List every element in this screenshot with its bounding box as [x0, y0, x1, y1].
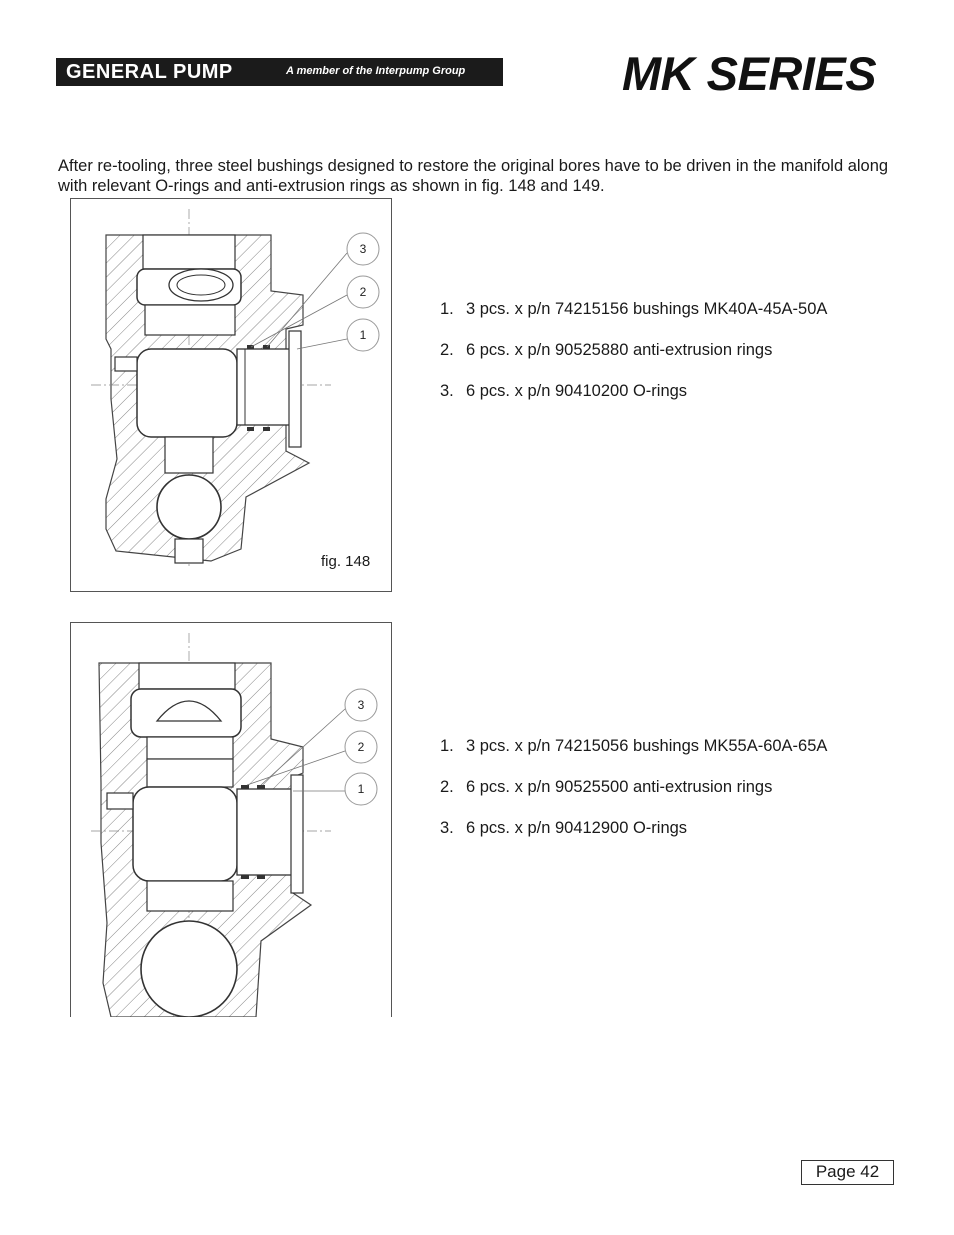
callout-2: 2 — [358, 740, 365, 754]
list-item: 1.3 pcs. x p/n 74215056 bushings MK55A-6… — [440, 737, 828, 755]
list-item: 1.3 pcs. x p/n 74215156 bushings MK40A-4… — [440, 300, 828, 318]
callout-group-149: 3 2 1 — [246, 688, 378, 806]
list-item: 3.6 pcs. x p/n 90410200 O-rings — [440, 382, 688, 400]
figure-149-drawing: 3 2 1 — [70, 622, 392, 1017]
callout-1: 1 — [360, 328, 367, 342]
callout-3: 3 — [358, 698, 365, 712]
parts-list-149: 1.3 pcs. x p/n 74215056 bushings MK55A-6… — [440, 737, 827, 860]
callout-1: 1 — [358, 782, 365, 796]
pump-cross-section-149: 3 2 1 — [91, 633, 378, 1017]
list-item: 2.6 pcs. x p/n 90525500 anti-extrusion r… — [440, 778, 773, 796]
brand-tagline: A member of the Interpump Group — [286, 65, 466, 77]
intro-paragraph: After re-tooling, three steel bushings d… — [58, 156, 889, 195]
brand-name: GENERAL PUMP — [66, 61, 233, 83]
figure-148-drawing: 3 2 1 fig. 148 — [70, 198, 392, 592]
list-item: 3.6 pcs. x p/n 90412900 O-rings — [440, 819, 688, 837]
pump-cross-section-148: 3 2 1 — [91, 209, 380, 569]
callout-3: 3 — [360, 242, 367, 256]
page-number: Page 42 — [801, 1160, 894, 1185]
parts-list-148: 1.3 pcs. x p/n 74215156 bushings MK40A-4… — [440, 300, 827, 423]
series-title: MK SERIES — [622, 47, 877, 100]
callout-group-148: 3 2 1 — [250, 232, 380, 352]
list-item: 2.6 pcs. x p/n 90525880 anti-extrusion r… — [440, 341, 773, 359]
brand-banner: GENERAL PUMP A member of the Interpump G… — [56, 58, 503, 86]
callout-2: 2 — [360, 285, 367, 299]
figure-148-caption: fig. 148 — [321, 553, 371, 570]
